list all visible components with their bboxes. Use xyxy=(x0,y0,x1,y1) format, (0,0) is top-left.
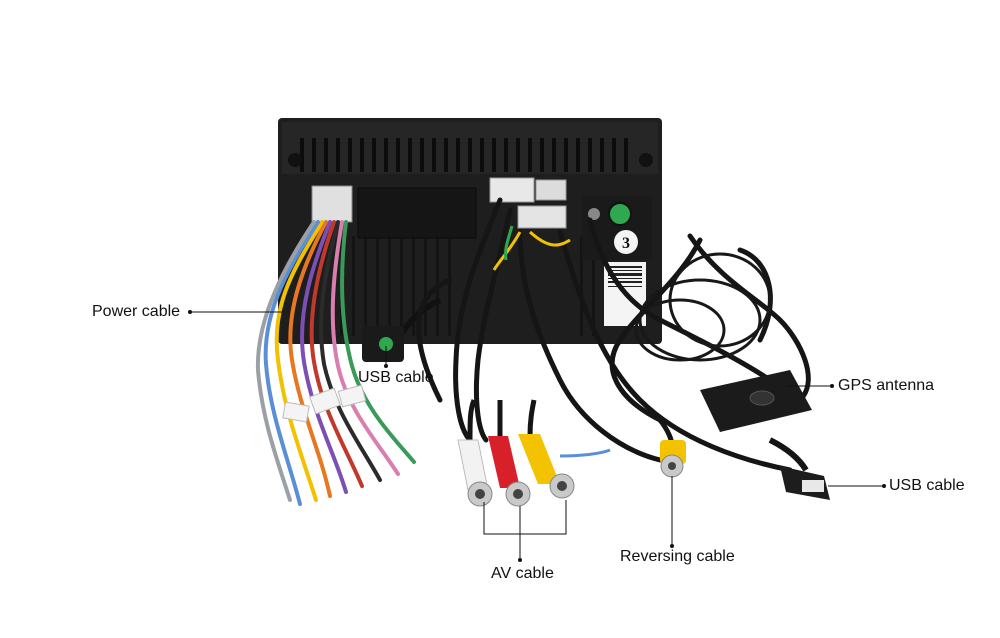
power-harness xyxy=(255,220,416,506)
heatsink-fins xyxy=(300,138,628,172)
usb-cable-label-1: USB cable xyxy=(358,369,434,386)
reversing-cable-label: Reversing cable xyxy=(620,548,735,565)
head-unit-body: 3 xyxy=(278,118,662,344)
av-cable-leader xyxy=(483,500,567,535)
callout-lines xyxy=(190,311,884,560)
usb-cable-2 xyxy=(768,437,830,500)
unit-badge-text: 3 xyxy=(622,235,630,252)
gps-antenna-module xyxy=(700,370,812,432)
usb-cable-1 xyxy=(362,297,442,362)
power-cable-label: Power cable xyxy=(92,303,181,320)
unit-badge xyxy=(614,230,638,254)
gps-antenna-label: GPS antenna xyxy=(838,377,935,394)
av-rca-cables xyxy=(457,399,575,507)
reversing-cable-plug xyxy=(658,418,686,478)
usb-cable-label-2: USB cable xyxy=(889,477,965,494)
av-cable-label: AV cable xyxy=(491,565,554,582)
connector-block xyxy=(489,177,535,203)
